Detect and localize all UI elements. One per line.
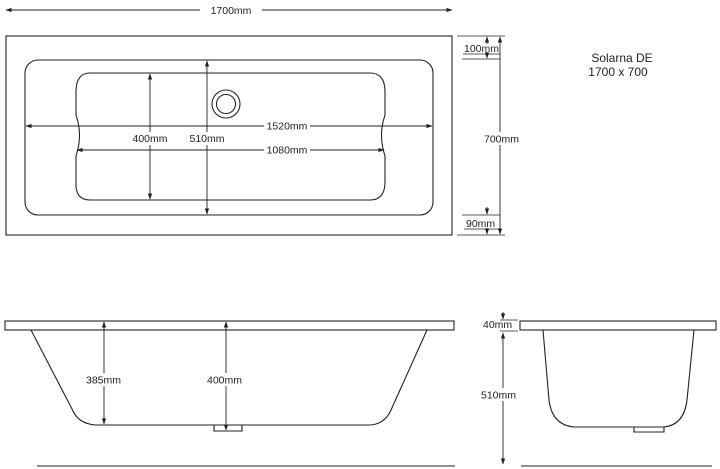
inner-length-top-label: 1520mm <box>267 121 308 133</box>
plan-view: 1700mm 1520mm 1080mm 400mm 510mm 1 <box>5 3 653 236</box>
bath-inner-bowl <box>24 59 434 216</box>
waste-outlet-outer <box>211 89 241 119</box>
inner-width-label: 400mm <box>132 133 167 145</box>
end-rim-label: 40mm <box>483 319 512 331</box>
side-depth-end-label: 385mm <box>86 375 121 387</box>
end-bath-body <box>542 329 695 428</box>
side-bath-body <box>30 329 428 426</box>
inner-depth-width-label: 510mm <box>189 133 224 145</box>
side-waste-trap <box>213 425 243 432</box>
product-name: Solarna DE <box>591 51 652 65</box>
overall-length-label: 1700mm <box>211 5 252 17</box>
end-elevation-view: 40mm 510mm <box>481 312 717 467</box>
rim-top-label: 100mm <box>464 43 499 55</box>
product-size: 1700 x 700 <box>588 65 648 79</box>
bath-outer-rim <box>5 35 453 236</box>
bath-base-well <box>75 72 386 201</box>
end-rim <box>519 320 717 331</box>
side-depth-center-label: 400mm <box>207 375 242 387</box>
waste-outlet-inner <box>215 93 237 115</box>
side-elevation-view: 385mm 400mm <box>4 320 455 467</box>
rim-bottom-label: 90mm <box>466 218 495 230</box>
inner-length-bottom-label: 1080mm <box>267 145 308 157</box>
side-rim <box>4 320 455 331</box>
end-waste-trap <box>633 427 665 433</box>
overall-width-label: 700mm <box>484 134 519 146</box>
end-depth-label: 510mm <box>481 390 516 402</box>
